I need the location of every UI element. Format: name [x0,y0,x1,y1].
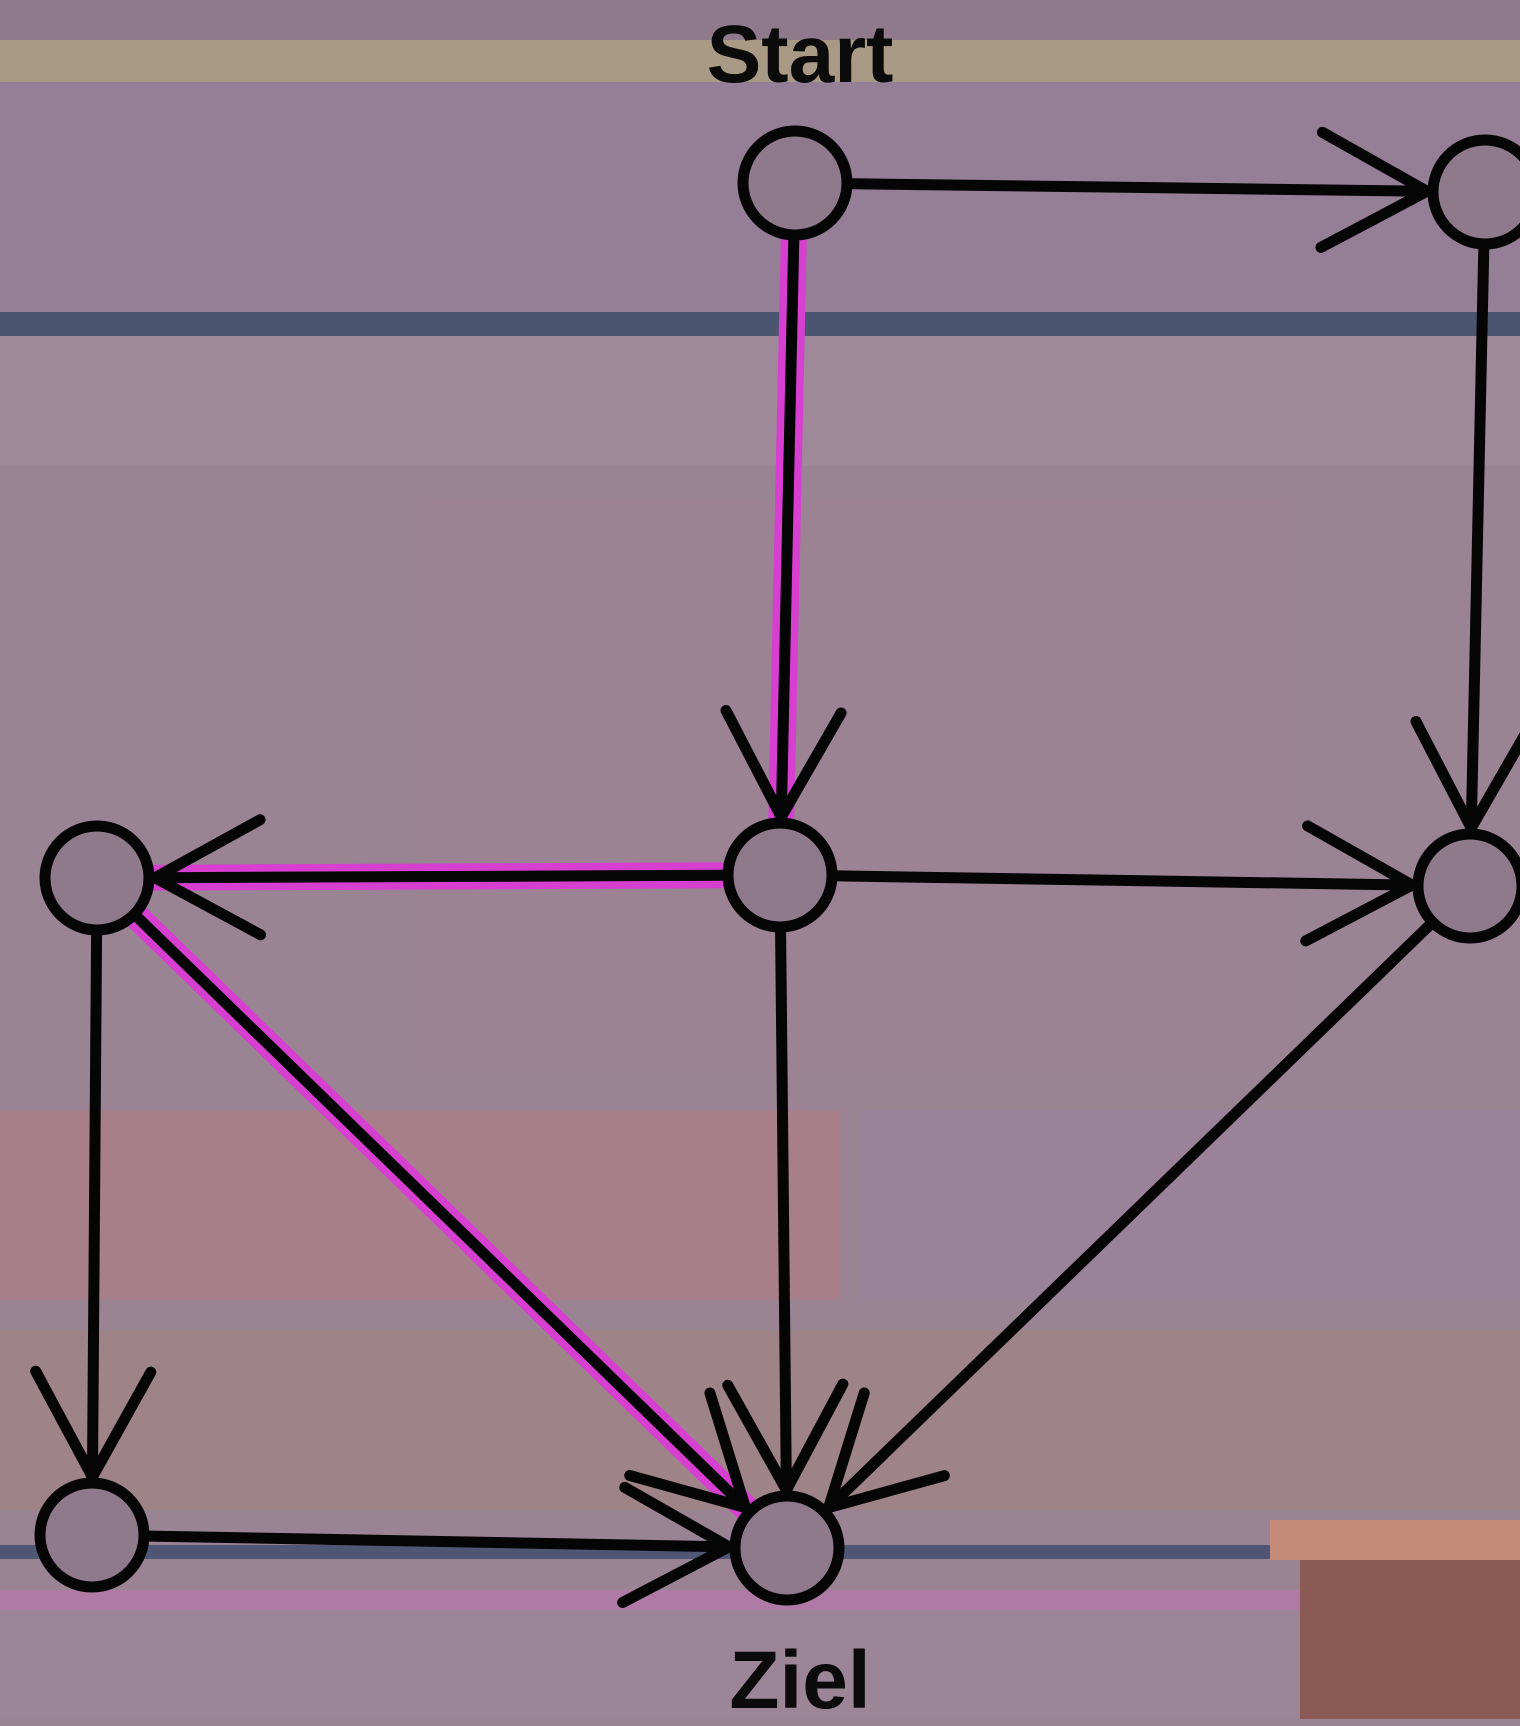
arrowhead-left-to-goal [624,1387,751,1514]
arrowhead-start-to-top-right [1315,126,1433,253]
node-right [1412,828,1520,944]
background-band [0,1610,1520,1719]
node-goal [729,1490,845,1606]
goal-label: Ziel [729,1635,871,1726]
edge-layer [30,126,1520,1608]
node-bottom-left [34,1477,150,1593]
background-desk [1300,1530,1520,1719]
start-label: Start [706,9,894,100]
edge-middle-to-left [149,869,728,884]
edge-middle-to-goal [775,927,792,1496]
arrowhead-middle-to-left [149,814,267,941]
edge-top-right-to-right [1465,244,1490,834]
node-layer [34,125,1520,1606]
edge-left-to-goal [133,912,751,1514]
edge-right-to-goal [823,920,1434,1514]
background-band [0,1330,1520,1510]
background-band [860,1110,1520,1300]
node-top-right [1427,134,1520,250]
background-band [0,40,1520,82]
edge-start-to-top-right [847,178,1433,197]
arrowhead-start-to-middle [720,704,847,823]
arrowhead-top-right-to-right [1410,715,1520,834]
background-desk-top [1270,1520,1520,1560]
arrowhead-right-to-goal [823,1387,950,1514]
arrowhead-bottom-left-to-goal [617,1481,735,1608]
background-band [0,336,1520,466]
arrowhead-middle-to-right [1300,820,1418,947]
node-left [39,820,155,936]
background-band [0,312,1520,336]
edge-bottom-left-to-goal [144,1530,735,1553]
arrowhead-left-to-bottom-left [30,1365,157,1483]
edge-start-to-middle [775,235,800,823]
background-band [0,1590,1520,1610]
edge-left-to-bottom-left [86,930,103,1483]
node-start [737,125,853,241]
edge-middle-to-right [832,870,1418,891]
arrowhead-middle-to-goal [722,1378,849,1496]
node-middle [722,817,838,933]
background-band [0,0,1520,40]
background-panel [425,500,1285,1070]
